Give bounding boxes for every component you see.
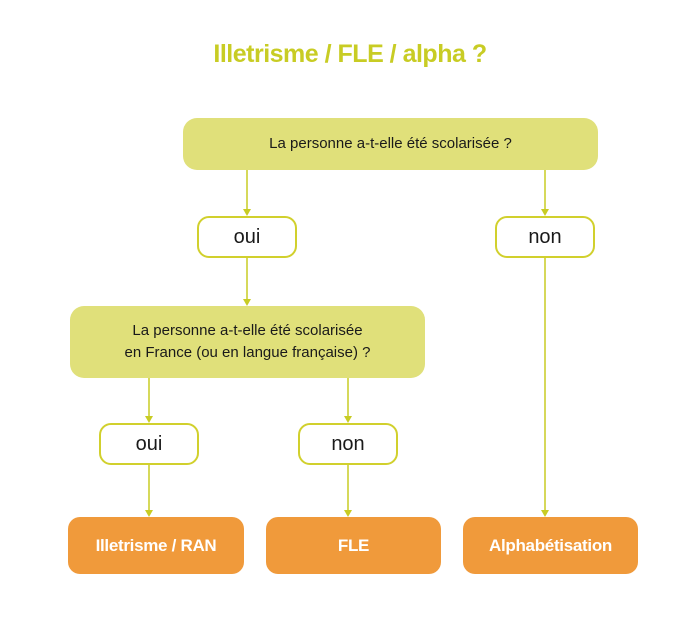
result-illiteracy-label: Illetrisme / RAN [95,535,217,555]
connector-q2-to-yes-arrowhead [145,416,153,423]
result-alphabetisation: Alphabétisation [463,517,638,574]
question-schooled-in-france-line1: La personne a-t-elle été scolarisée [132,322,363,339]
question-schooled-in-france-line2: en France (ou en langue française) ? [124,344,371,361]
connector-no-to-fle-arrowhead [344,510,352,517]
connector-q1-to-yes-arrowhead [243,209,251,216]
question-schooled-text: La personne a-t-elle été scolarisée ? [269,135,512,152]
answer-france-yes: oui [99,423,199,465]
result-fle: FLE [266,517,441,574]
connector-yes-to-illiteracy-arrowhead [145,510,153,517]
question-schooled-in-france: La personne a-t-elle été scolarisée en F… [70,306,425,378]
answer-france-yes-label: oui [135,432,163,455]
connector-q2-to-no-arrowhead [344,416,352,423]
diagram-title: Illetrisme / FLE / alpha ? [213,40,487,68]
answer-france-no: non [298,423,398,465]
result-illiteracy: Illetrisme / RAN [68,517,244,574]
answer-schooled-no-label: non [528,225,562,248]
question-schooled: La personne a-t-elle été scolarisée ? [183,118,598,170]
answer-schooled-yes-label: oui [233,225,261,248]
connector-q1-to-no-arrowhead [541,209,549,216]
answer-schooled-no: non [495,216,595,258]
connector-yes-to-q2-arrowhead [243,299,251,306]
answer-france-no-label: non [331,432,365,455]
result-alphabetisation-label: Alphabétisation [488,535,612,555]
answer-schooled-yes: oui [197,216,297,258]
connector-no-to-alpha-arrowhead [541,510,549,517]
result-fle-label: FLE [337,535,370,555]
